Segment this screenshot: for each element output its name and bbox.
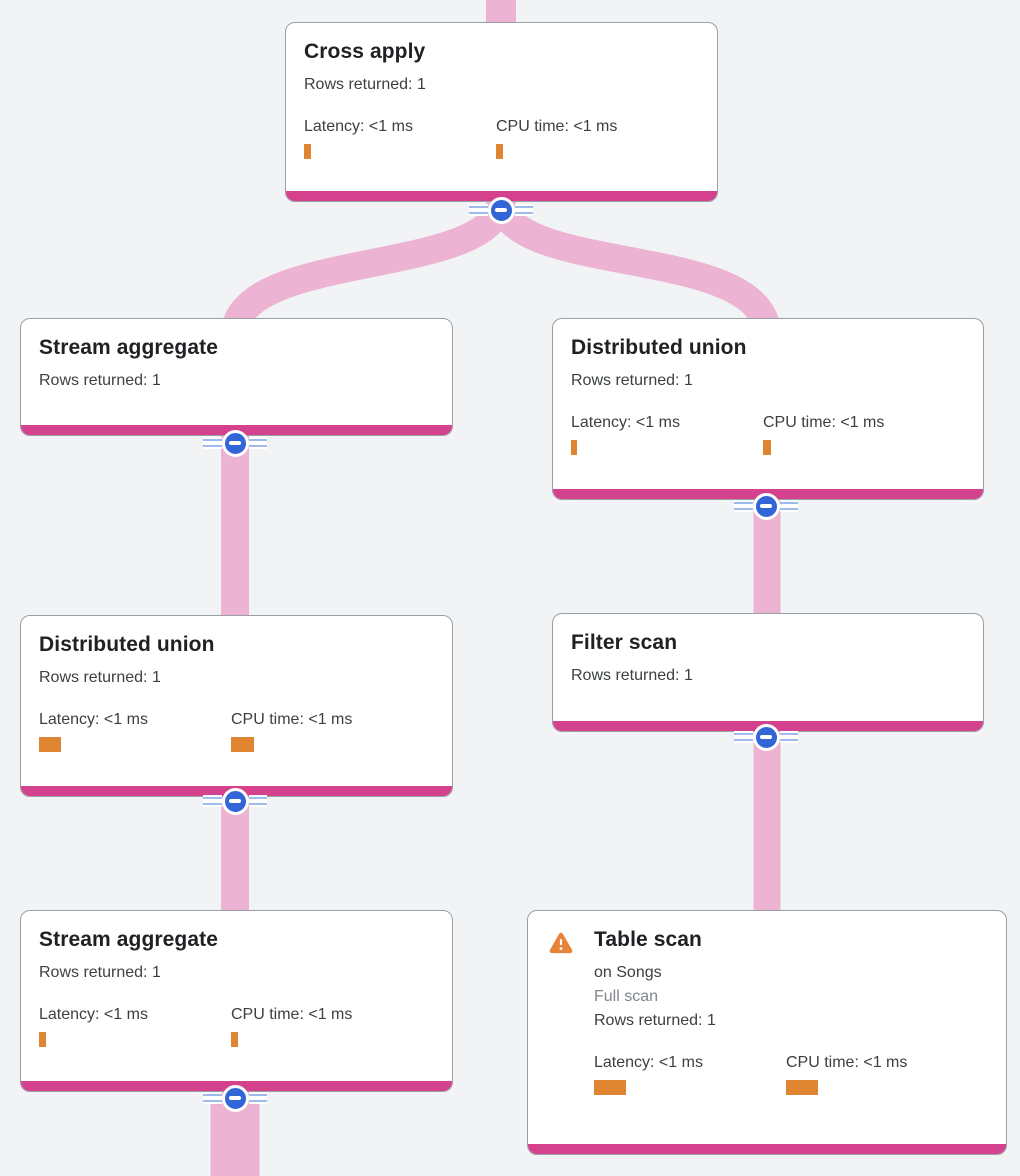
collapse-stripe xyxy=(203,437,222,449)
scan-type: Full scan xyxy=(594,988,659,1005)
minus-circle-icon xyxy=(221,429,249,457)
node-card-table-scan[interactable]: Table scan on Songs Full scan Rows retur… xyxy=(527,910,1007,1155)
collapse-stripe xyxy=(469,204,488,216)
cpu-label: CPU time: <1 ms xyxy=(763,414,885,431)
link-cross-apply-to-stream-aggregate xyxy=(221,195,515,337)
collapse-stripe xyxy=(203,1092,222,1104)
collapse-stripe xyxy=(248,1092,267,1104)
minus-circle-icon xyxy=(752,492,780,520)
cpu-label: CPU time: <1 ms xyxy=(231,711,353,728)
cpu-bar xyxy=(786,1080,818,1095)
latency-label: Latency: <1 ms xyxy=(39,711,148,728)
node-title: Distributed union xyxy=(571,336,747,359)
latency-bar xyxy=(594,1080,626,1095)
latency-bar xyxy=(39,737,61,752)
scan-target: on Songs xyxy=(594,964,662,981)
latency-metric: Latency: <1 ms xyxy=(304,115,496,159)
latency-label: Latency: <1 ms xyxy=(304,118,413,135)
node-title: Distributed union xyxy=(39,633,215,656)
collapse-stripe xyxy=(779,500,798,512)
minus-circle-icon xyxy=(221,1084,249,1112)
cpu-metric: CPU time: <1 ms xyxy=(496,115,688,159)
cpu-label: CPU time: <1 ms xyxy=(496,118,618,135)
node-title: Stream aggregate xyxy=(39,928,219,951)
collapse-stripe xyxy=(779,731,798,743)
collapse-stripe xyxy=(734,500,753,512)
card-accent-bar xyxy=(528,1144,1006,1154)
cpu-bar xyxy=(763,440,771,455)
collapse-button-distributed-union-right[interactable] xyxy=(734,492,798,520)
latency-bar xyxy=(39,1032,46,1047)
collapse-button-stream-aggregate-top[interactable] xyxy=(203,429,267,457)
latency-metric: Latency: <1 ms xyxy=(594,1051,786,1095)
node-title: Table scan xyxy=(594,928,702,951)
latency-label: Latency: <1 ms xyxy=(571,414,680,431)
node-title: Cross apply xyxy=(304,40,426,63)
collapse-stripe xyxy=(514,204,533,216)
cpu-label: CPU time: <1 ms xyxy=(786,1054,908,1071)
cpu-metric: CPU time: <1 ms xyxy=(231,708,423,752)
node-card-distributed-union-left[interactable]: Distributed union Rows returned: 1 Laten… xyxy=(20,615,453,797)
cpu-metric: CPU time: <1 ms xyxy=(786,1051,978,1095)
warning-triangle-icon xyxy=(549,932,573,954)
rows-returned: Rows returned: 1 xyxy=(571,667,693,684)
minus-circle-icon xyxy=(752,723,780,751)
node-card-distributed-union-right[interactable]: Distributed union Rows returned: 1 Laten… xyxy=(552,318,984,500)
collapse-stripe xyxy=(248,437,267,449)
rows-returned: Rows returned: 1 xyxy=(304,76,426,93)
latency-label: Latency: <1 ms xyxy=(39,1006,148,1023)
node-card-stream-aggregate-top[interactable]: Stream aggregate Rows returned: 1 xyxy=(20,318,453,436)
latency-metric: Latency: <1 ms xyxy=(39,1003,231,1047)
rows-returned: Rows returned: 1 xyxy=(39,372,161,389)
node-card-stream-aggregate-bottom[interactable]: Stream aggregate Rows returned: 1 Latenc… xyxy=(20,910,453,1092)
cpu-metric: CPU time: <1 ms xyxy=(763,411,955,455)
collapse-button-stream-aggregate-bottom[interactable] xyxy=(203,1084,267,1112)
node-card-cross-apply[interactable]: Cross apply Rows returned: 1 Latency: <1… xyxy=(285,22,718,202)
node-title: Stream aggregate xyxy=(39,336,219,359)
cpu-bar xyxy=(231,1032,238,1047)
latency-metric: Latency: <1 ms xyxy=(571,411,763,455)
rows-returned: Rows returned: 1 xyxy=(571,372,693,389)
rows-returned: Rows returned: 1 xyxy=(594,1012,716,1029)
minus-circle-icon xyxy=(221,787,249,815)
latency-metric: Latency: <1 ms xyxy=(39,708,231,752)
latency-label: Latency: <1 ms xyxy=(594,1054,703,1071)
cpu-metric: CPU time: <1 ms xyxy=(231,1003,423,1047)
latency-bar xyxy=(571,440,577,455)
cpu-bar xyxy=(496,144,503,159)
collapse-button-distributed-union-left[interactable] xyxy=(203,787,267,815)
node-card-filter-scan[interactable]: Filter scan Rows returned: 1 xyxy=(552,613,984,732)
cpu-label: CPU time: <1 ms xyxy=(231,1006,353,1023)
collapse-stripe xyxy=(248,795,267,807)
minus-circle-icon xyxy=(487,196,515,224)
latency-bar xyxy=(304,144,311,159)
cpu-bar xyxy=(231,737,254,752)
link-cross-apply-to-distributed-union xyxy=(487,196,781,337)
rows-returned: Rows returned: 1 xyxy=(39,964,161,981)
rows-returned: Rows returned: 1 xyxy=(39,669,161,686)
collapse-stripe xyxy=(203,795,222,807)
collapse-button-cross-apply[interactable] xyxy=(469,196,533,224)
collapse-button-filter-scan[interactable] xyxy=(734,723,798,751)
card-accent-bar xyxy=(286,191,717,201)
node-title: Filter scan xyxy=(571,631,678,654)
collapse-stripe xyxy=(734,731,753,743)
